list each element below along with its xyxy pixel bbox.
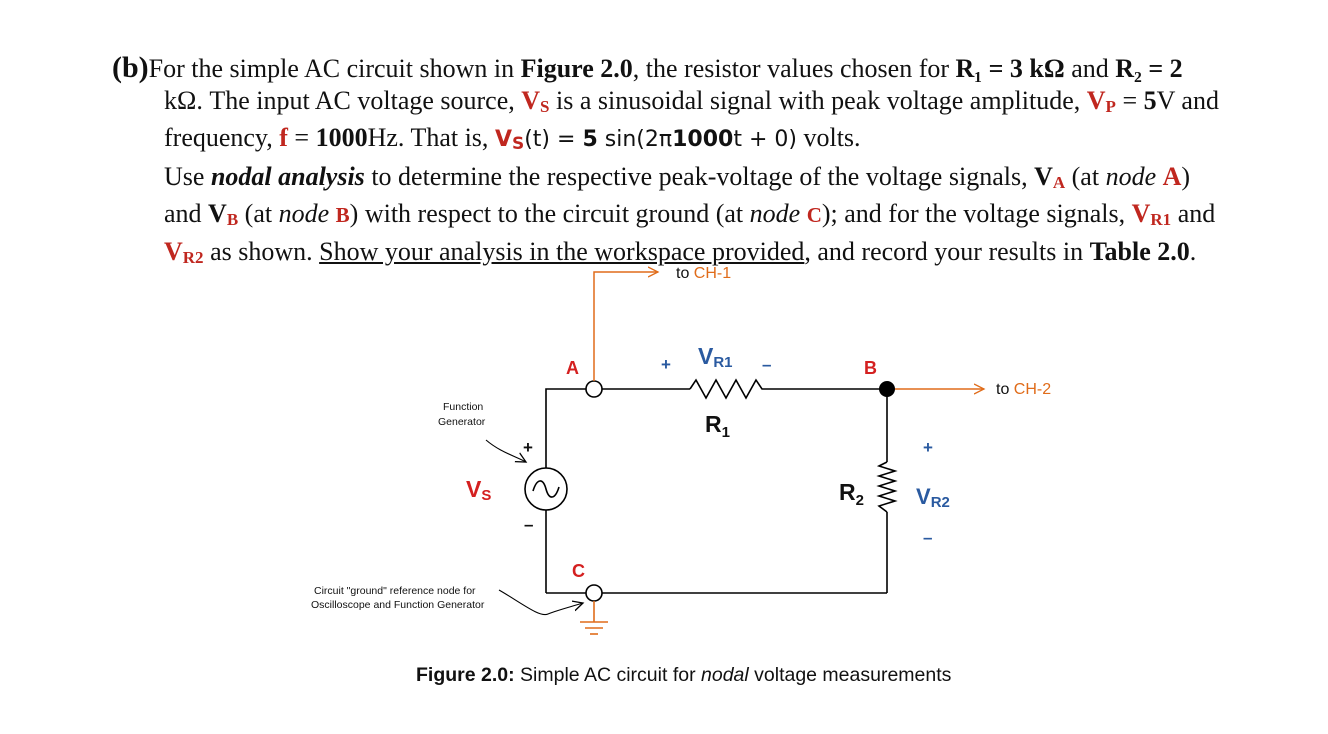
text-span: and	[164, 199, 209, 228]
text-span: Hz. That is,	[367, 123, 495, 152]
text-span: )	[1181, 161, 1191, 191]
vs-minus: –	[524, 515, 533, 534]
f-symbol: f	[279, 123, 288, 152]
text-span: node	[749, 199, 801, 228]
node-b-label: B	[864, 358, 877, 378]
node-a-ref: A	[1162, 161, 1182, 191]
function-generator-pointer	[485, 439, 526, 462]
text-span: and	[1171, 199, 1216, 228]
text-span: ); and for the voltage signals,	[821, 199, 1132, 228]
text-span: is a sinusoidal signal with peak voltage…	[549, 85, 1087, 115]
figure-ref: Figure 2.0	[520, 54, 633, 83]
nodal-analysis-term: nodal analysis	[210, 161, 365, 191]
text-span: , the resistor values chosen for	[632, 54, 956, 83]
text-span: Use	[164, 161, 211, 191]
ground-icon	[580, 601, 608, 635]
text-span: .	[1189, 236, 1197, 266]
vp-value: 5	[1143, 85, 1157, 115]
caption-italic: nodal	[701, 664, 749, 686]
node-b-ref: B	[335, 203, 350, 227]
vs-label: VS	[466, 476, 491, 504]
r1-value: R₁ = 3 kΩ	[955, 54, 1065, 83]
text-span: (at	[1065, 161, 1106, 191]
problem-line-4: Use nodal analysis to determine the resp…	[112, 161, 1292, 199]
to-ch1-label: to CH-1	[676, 265, 731, 282]
vr1-label: VR1	[698, 343, 733, 371]
resistor-r2-symbol	[876, 461, 898, 513]
vr2-symbol: VR2	[164, 236, 204, 267]
to-ch2-label: to CH-2	[996, 381, 1051, 398]
node-c-label: C	[572, 561, 585, 581]
text-span: kΩ. The input AC voltage source,	[164, 85, 522, 115]
problem-line-2: kΩ. The input AC voltage source, VS is a…	[112, 85, 1292, 123]
ground-pointer	[498, 589, 583, 616]
vs-plus: +	[523, 438, 533, 457]
text-span: =	[287, 123, 316, 152]
text-span: and	[1064, 54, 1116, 83]
function-generator-label-1: Function	[443, 401, 483, 413]
problem-line-5: and VB (at node B) with respect to the c…	[112, 198, 1292, 236]
caption-text-end: voltage measurements	[748, 664, 952, 686]
ac-source-symbol	[524, 467, 568, 511]
problem-text: (b)For the simple AC circuit shown in Fi…	[112, 52, 1292, 273]
vs-equation: VS(t) = 5 sin(2π1000t + 0)	[494, 127, 797, 154]
vr1-plus: +	[661, 355, 671, 374]
text-span: to determine the respective peak-voltage…	[364, 161, 1035, 191]
node-c-ref: C	[806, 203, 822, 227]
vr2-label: VR2	[916, 484, 950, 511]
function-generator-label-2: Generator	[438, 416, 486, 428]
node-c-terminal	[585, 584, 603, 602]
caption-text: Simple AC circuit for	[514, 664, 701, 686]
wire-top-left	[545, 388, 586, 468]
r1-label: R1	[705, 411, 730, 441]
text-span: as shown.	[203, 236, 320, 266]
vr2-plus: +	[923, 438, 933, 457]
text-span: frequency,	[164, 123, 280, 152]
text-span: volts.	[796, 123, 861, 152]
problem-line-3: frequency, f = 1000Hz. That is, VS(t) = …	[112, 122, 1292, 161]
figure-caption: Figure 2.0: Simple AC circuit for nodal …	[416, 664, 951, 687]
va-symbol: VA	[1034, 161, 1066, 192]
r2-label: R2	[839, 479, 864, 509]
circuit-wires	[545, 388, 888, 594]
text-span: V and	[1156, 85, 1219, 115]
text-span: For the simple AC circuit shown in	[148, 54, 521, 83]
vb-symbol: VB	[208, 199, 239, 229]
text-span: node	[278, 199, 330, 228]
text-span: , and record your results in	[804, 236, 1090, 266]
instruction-underlined: Show your analysis in the workspace prov…	[319, 236, 805, 266]
r2-value: R₂ = 2	[1115, 54, 1183, 83]
text-span: =	[1115, 85, 1144, 115]
caption-label: Figure 2.0:	[416, 664, 515, 686]
problem-line-1: (b)For the simple AC circuit shown in Fi…	[112, 52, 1292, 85]
text-span: node	[1105, 161, 1157, 191]
ch1-probe-wire	[593, 272, 658, 381]
vr2-minus: –	[923, 528, 932, 547]
resistor-r1-symbol	[689, 378, 768, 400]
node-b-terminal	[879, 381, 895, 397]
problem-line-6: VR2 as shown. Show your analysis in the …	[112, 236, 1292, 274]
node-a-label: A	[566, 358, 579, 378]
vp-symbol: VP	[1086, 85, 1116, 116]
ground-note-line-1: Circuit "ground" reference node for	[314, 585, 476, 597]
text-span: ) with respect to the circuit ground (at	[349, 199, 750, 228]
vr1-minus: –	[762, 355, 771, 374]
node-a-terminal	[585, 380, 603, 398]
text-span: (at	[238, 199, 279, 228]
vr1-symbol: VR1	[1131, 199, 1172, 229]
ground-note-line-2: Oscilloscope and Function Generator	[311, 599, 485, 611]
f-value: 1000	[315, 123, 368, 152]
problem-label: (b)	[112, 51, 149, 84]
table-ref: Table 2.0	[1089, 236, 1190, 266]
vs-symbol: VS	[521, 85, 550, 116]
